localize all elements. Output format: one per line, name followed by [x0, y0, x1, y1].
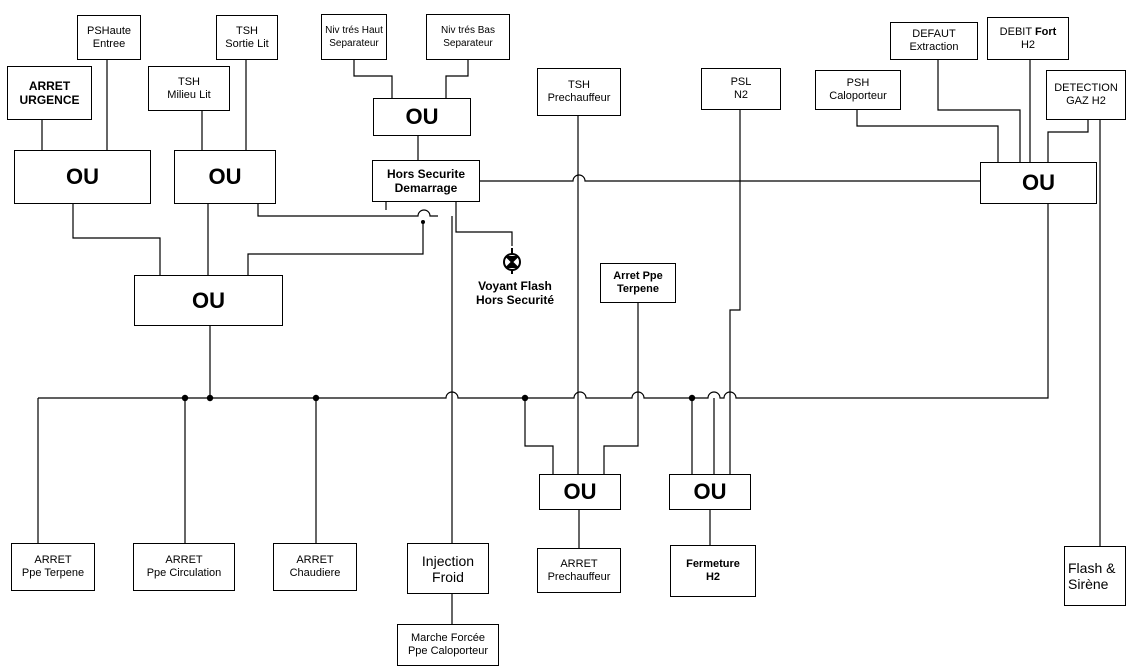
niv-tres-bas-box: Niv trés Bas Separateur [426, 14, 510, 60]
arret-urgence-box: ARRET URGENCE [7, 66, 92, 120]
detection-gaz-h2-box: DETECTION GAZ H2 [1046, 70, 1126, 120]
psh-caloporteur-box: PSH Caloporteur [815, 70, 901, 110]
ou-gate-general: OU [134, 275, 283, 326]
ou-gate-prechauffeur: OU [539, 474, 621, 510]
fermeture-h2-box: Fermeture H2 [670, 545, 756, 597]
ou-gate-urgence: OU [14, 150, 151, 204]
psh-entree-box: PSHaute Entree [77, 15, 141, 60]
voyant-flash-label: Voyant Flash Hors Securité [475, 279, 555, 307]
marche-forcee-box: Marche Forcée Ppe Caloporteur [397, 624, 499, 666]
fort-word: Fort [1034, 25, 1057, 38]
debit-word: DEBIT [999, 25, 1035, 38]
psl-n2-box: PSL N2 [701, 68, 781, 110]
arret-ppe-terpene-input-box: Arret Ppe Terpene [600, 263, 676, 303]
hors-securite-demarrage-box: Hors Securite Demarrage [372, 160, 480, 202]
arret-prechauffeur-box: ARRET Prechauffeur [537, 548, 621, 593]
h2-word: H2 [1020, 38, 1036, 51]
ou-gate-temperatures: OU [174, 150, 276, 204]
arret-ppe-circulation-box: ARRET Ppe Circulation [133, 543, 235, 591]
tsh-sortie-lit-box: TSH Sortie Lit [216, 15, 278, 60]
defaut-extraction-box: DEFAUT Extraction [890, 22, 978, 60]
tsh-milieu-lit-box: TSH Milieu Lit [148, 66, 230, 111]
voyant-lamp-icon [503, 248, 521, 274]
ou-gate-extraction: OU [980, 162, 1097, 204]
ou-gate-h2: OU [669, 474, 751, 510]
flash-sirene-box: Flash & Sirène [1064, 546, 1126, 606]
niv-tres-haut-box: Niv trés Haut Separateur [321, 14, 387, 60]
arret-ppe-terpene-box: ARRET Ppe Terpene [11, 543, 95, 591]
tsh-prechauffeur-box: TSH Prechauffeur [537, 68, 621, 116]
arret-chaudiere-box: ARRET Chaudiere [273, 543, 357, 591]
ou-gate-separateur: OU [373, 98, 471, 136]
injection-froid-box: Injection Froid [407, 543, 489, 594]
